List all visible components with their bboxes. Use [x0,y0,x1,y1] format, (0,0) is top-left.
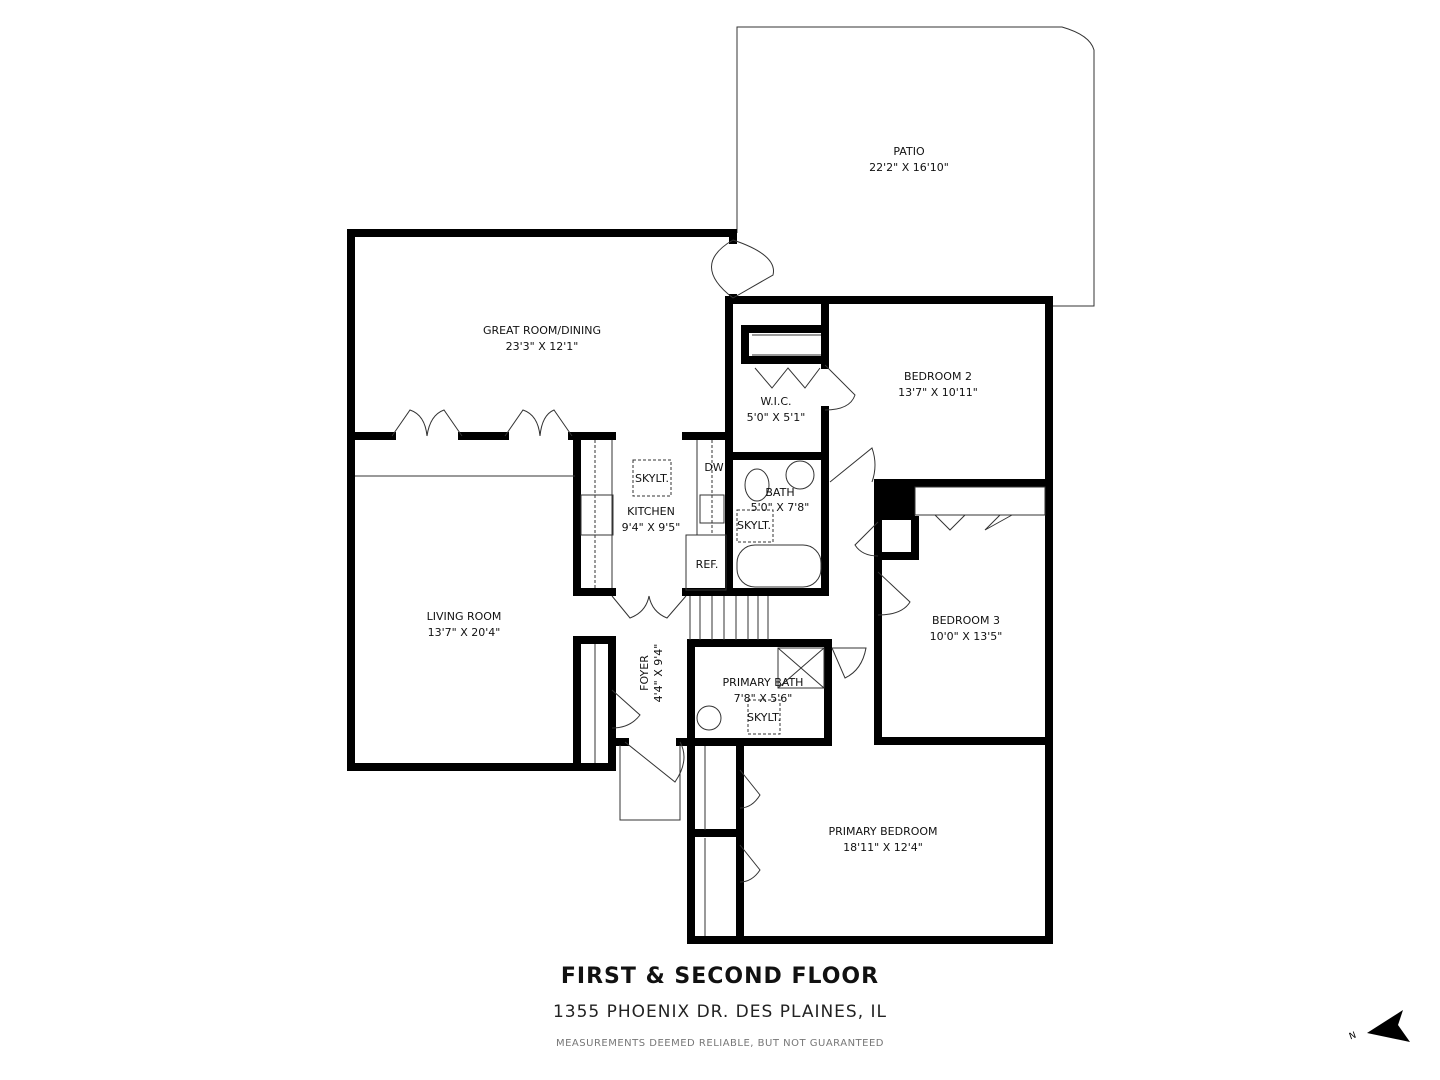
room-name: PRIMARY BATH [723,676,804,689]
address: 1355 PHOENIX DR. DES PLAINES, IL [552,1002,888,1022]
room-size: 13'7" X 10'11" [898,386,978,399]
skylights [632,459,781,735]
room-name: PRIMARY BEDROOM [828,825,937,838]
disclaimer: MEASUREMENTS DEEMED RELIABLE, BUT NOT GU… [555,1038,884,1049]
room-size: 4'4" X 9'4" [652,644,665,703]
room-name: BEDROOM 2 [904,370,972,383]
room-size: 10'0" X 13'5" [930,630,1003,643]
room-size: 5'0" X 5'1" [747,411,806,424]
north-arrow-icon: N [1348,1010,1410,1042]
room-labels: PATIO 22'2" X 16'10" GREAT ROOM/DINING 2… [427,145,1003,854]
room-size: 5'0" X 7'8" [751,501,810,514]
room-name: W.I.C. [760,395,791,408]
room-name: BEDROOM 3 [932,614,1000,627]
room-size: 22'2" X 16'10" [869,161,949,174]
skylight-label: SKYLT. [737,519,771,532]
room-name: GREAT ROOM/DINING [483,324,601,337]
floor-title: FIRST & SECOND FLOOR [560,964,880,989]
room-size: 18'11" X 12'4" [843,841,923,854]
refrigerator-label: REF. [696,558,719,571]
room-name: LIVING ROOM [427,610,502,623]
room-size: 9'4" X 9'5" [622,521,681,534]
fixtures [355,239,1046,936]
room-name: FOYER [638,655,651,691]
patio-outline [736,26,1095,307]
compass-letter: N [1348,1031,1358,1043]
room-size: 23'3" X 12'1" [506,340,579,353]
walls [347,229,1053,944]
room-size: 7'8" X 5'6" [734,692,793,705]
room-name: KITCHEN [627,505,675,518]
room-name: PATIO [893,145,925,158]
room-size: 13'7" X 20'4" [428,626,501,639]
room-name: BATH [765,486,794,499]
dishwasher-label: DW [704,461,723,474]
skylight-label: SKYLT. [635,472,669,485]
skylight-label: SKYLT. [747,711,781,724]
